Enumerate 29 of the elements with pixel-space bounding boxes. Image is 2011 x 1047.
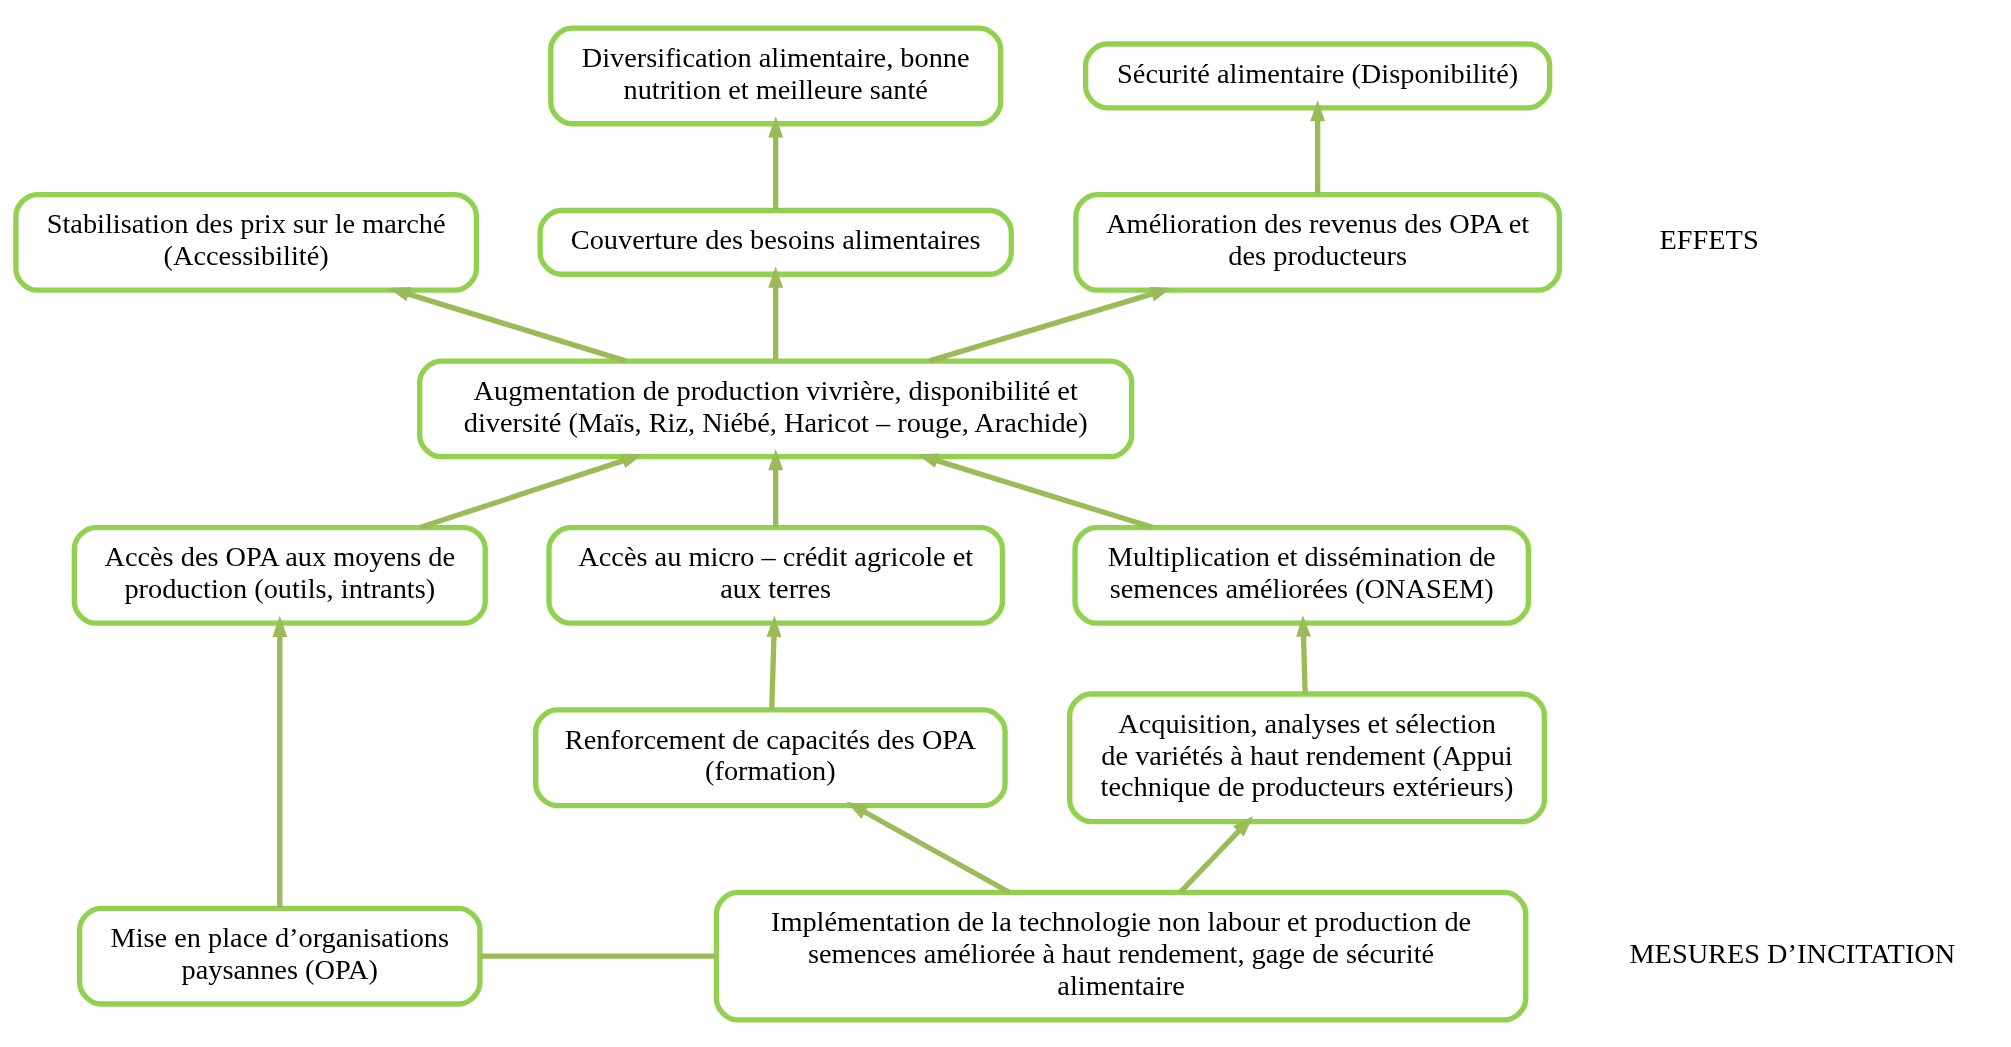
node-box: Amélioration des revenus des OPA et des producteurs bbox=[1073, 191, 1563, 293]
connector bbox=[480, 953, 717, 959]
arrow bbox=[768, 448, 784, 527]
arrow bbox=[1310, 99, 1326, 194]
node-box: Accès au micro – crédit agricole et aux terres bbox=[546, 524, 1006, 626]
node-box: Acquisition, analyses et sélection de variétés à haut rendement (Appui technique de producteurs extérieurs) bbox=[1067, 690, 1548, 824]
arrow bbox=[846, 801, 1011, 895]
label: EFFETS bbox=[1659, 223, 1759, 255]
node-box: Accès des OPA aux moyens de production (outils, intrants) bbox=[71, 524, 488, 626]
arrow bbox=[916, 453, 1154, 530]
arrow bbox=[768, 266, 784, 361]
arrow bbox=[419, 453, 644, 530]
node-box: Mise en place d’organisations paysannes (OPA) bbox=[77, 905, 483, 1007]
node-box: Implémentation de la technologie non labour et production de semences améliorée à haut rendement, gage de sécurité alimentaire bbox=[713, 889, 1529, 1023]
arrow bbox=[1178, 815, 1254, 894]
node-box: Stabilisation des prix sur le marché (Accessibilité) bbox=[13, 191, 480, 293]
arrow bbox=[768, 115, 784, 210]
node-box: Multiplication et dissémination de semences améliorées (ONASEM) bbox=[1072, 524, 1532, 626]
node-box: Augmentation de production vivrière, disponibilité et diversité (Maïs, Riz, Niébé, Haricot – rouge, Arachide) bbox=[417, 357, 1135, 459]
node-box: Diversification alimentaire, bonne nutrition et meilleure santé bbox=[548, 24, 1004, 126]
arrow bbox=[928, 286, 1173, 363]
node-box: Couverture des besoins alimentaires bbox=[537, 207, 1014, 277]
label: MESURES D’INCITATION bbox=[1629, 937, 1956, 969]
arrow bbox=[766, 615, 782, 710]
node-box: Sécurité alimentaire (Disponibilité) bbox=[1083, 40, 1553, 110]
arrow bbox=[388, 286, 627, 363]
node-box: Renforcement de capacités des OPA (formation) bbox=[533, 706, 1008, 808]
arrow bbox=[272, 615, 288, 908]
arrow bbox=[1296, 614, 1311, 694]
